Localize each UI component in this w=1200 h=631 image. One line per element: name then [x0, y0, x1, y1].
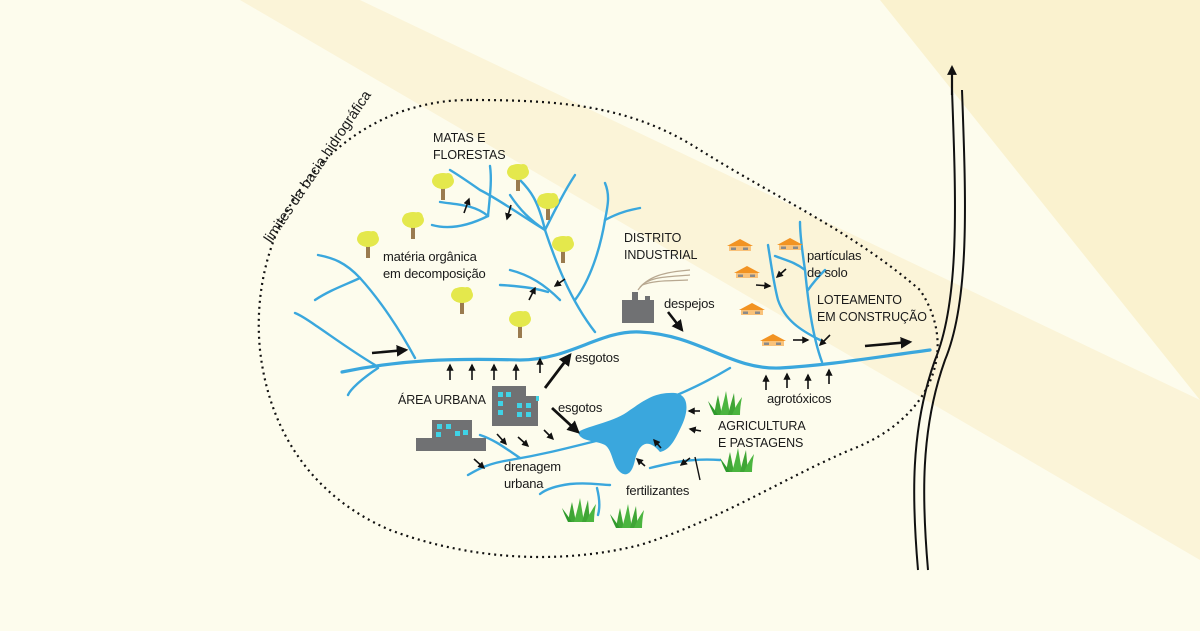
label-agrotoxicos: agrotóxicos — [767, 391, 832, 406]
flow-arrow-icon — [371, 344, 409, 357]
label-drenagem-line-2: urbana — [504, 476, 544, 491]
label-distrito-line-2: INDUSTRIAL — [624, 248, 698, 262]
esgotos-arrow-icon — [543, 352, 572, 389]
background-light-band-2 — [240, 0, 1200, 560]
building-icon — [416, 420, 486, 451]
arrow-icon — [679, 457, 691, 466]
label-matas-florestas: MATAS E FLORESTAS — [433, 130, 506, 164]
label-esgotos-top: esgotos — [575, 350, 620, 365]
outlet-river-bank-right — [923, 89, 966, 571]
flow-arrow-icon — [666, 311, 684, 332]
main-river — [340, 330, 932, 374]
tree-icon — [509, 311, 531, 338]
label-materia-organica: matéria orgânica em decomposição — [383, 248, 486, 282]
arrow-icon — [463, 197, 471, 214]
tree-icon — [432, 173, 454, 200]
background-light-band — [360, 0, 1200, 400]
arrow-icon — [496, 433, 507, 446]
arrow-icon — [775, 268, 787, 278]
label-agricultura-line-2: E PASTAGENS — [718, 436, 804, 450]
label-particulas-line-2: de solo — [807, 265, 848, 280]
grass-icon — [708, 391, 742, 415]
left-tributaries — [293, 253, 417, 397]
label-particulas-line-1: partículas — [807, 248, 862, 263]
outlet-river-bank-left — [913, 89, 956, 571]
esgotos-lake-arrow-icon — [551, 406, 580, 434]
arrow-icon — [553, 278, 566, 287]
factory-icon — [622, 269, 691, 323]
arrow-icon — [473, 458, 486, 469]
right-tributaries — [766, 220, 827, 364]
building-icon — [492, 386, 539, 426]
label-drenagem-line-1: drenagem — [504, 459, 561, 474]
input-arrows — [446, 197, 833, 469]
arrow-icon — [653, 438, 662, 449]
fertilizantes-pointer — [694, 456, 701, 481]
arrow-icon — [543, 429, 555, 441]
tree-icon — [451, 287, 473, 314]
tree-icon — [402, 212, 424, 239]
label-despejos: despejos — [664, 296, 715, 311]
label-matas-line-2: FLORESTAS — [433, 148, 506, 162]
flow-arrow-icon — [864, 337, 913, 349]
label-particulas-solo: partículas de solo — [807, 247, 862, 281]
label-distrito-industrial: DISTRITO INDUSTRIAL — [624, 230, 697, 264]
label-fertilizantes: fertilizantes — [626, 483, 690, 498]
label-loteamento-line-1: LOTEAMENTO — [817, 293, 902, 307]
label-agricultura-pastagens: AGRICULTURA E PASTAGENS — [718, 418, 806, 452]
label-loteamento: LOTEAMENTO EM CONSTRUÇÃO — [817, 292, 927, 326]
arrow-icon — [818, 334, 831, 347]
label-area-urbana: ÁREA URBANA — [398, 393, 486, 407]
label-materia-line-2: em decomposição — [383, 266, 486, 281]
tree-icon — [357, 231, 379, 258]
label-matas-line-1: MATAS E — [433, 131, 486, 145]
flow-arrows — [371, 311, 913, 357]
grass-icon — [610, 504, 644, 528]
background-band — [0, 0, 1200, 340]
arrow-icon — [688, 426, 702, 434]
lake — [578, 392, 687, 475]
house-icon — [739, 303, 765, 315]
label-esgotos-bottom: esgotos — [558, 400, 603, 415]
label-drenagem-urbana: drenagem urbana — [504, 458, 561, 492]
arrow-icon — [635, 458, 646, 467]
arrow-icon — [528, 286, 536, 301]
label-materia-line-1: matéria orgânica — [383, 249, 477, 264]
label-agricultura-line-1: AGRICULTURA — [718, 419, 806, 433]
house-icon — [760, 334, 786, 346]
arrow-icon — [517, 436, 530, 447]
label-loteamento-line-2: EM CONSTRUÇÃO — [817, 310, 927, 324]
arrow-icon — [755, 281, 772, 290]
label-distrito-line-1: DISTRITO — [624, 231, 682, 245]
arrow-icon — [505, 204, 513, 221]
grass-icon — [562, 498, 596, 522]
